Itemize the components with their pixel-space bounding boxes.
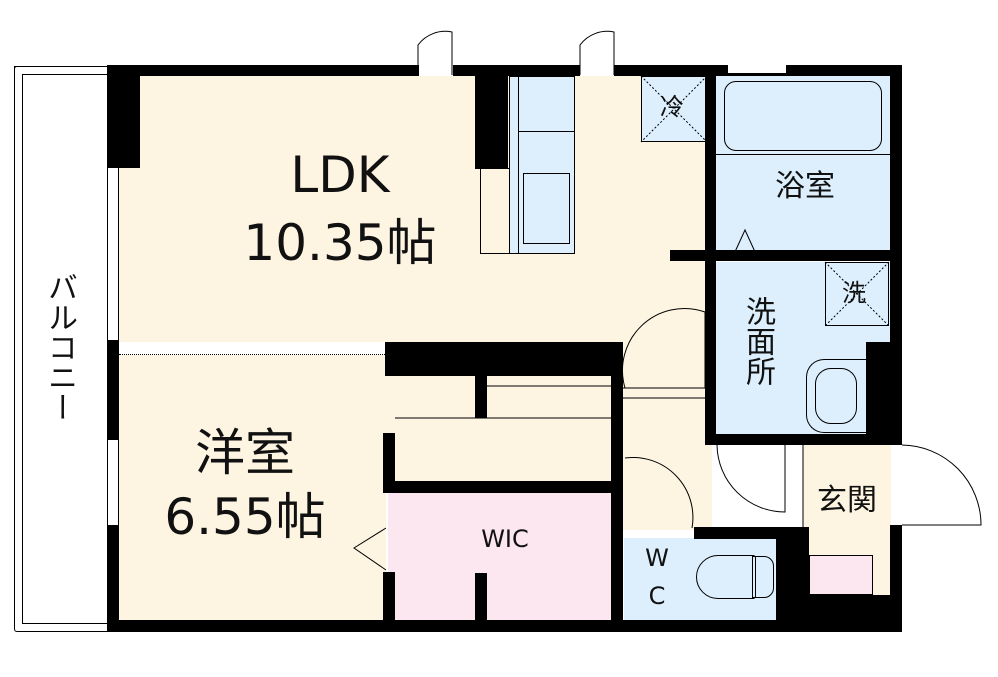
western-room-floor (112, 350, 386, 622)
wall-closet-left (475, 342, 487, 418)
entrance-label: 玄関 (817, 483, 877, 518)
window-ldk-balcony (107, 168, 119, 340)
window-bath (728, 65, 786, 73)
wall-kitchen-column (475, 65, 508, 169)
wall-western-wic-lower (383, 572, 395, 622)
washroom-label: 洗面所 (740, 296, 775, 386)
hallway-floor (612, 250, 712, 530)
wall-bottom (107, 620, 902, 632)
wall-western-wic (383, 433, 395, 493)
wall-left-upper (107, 65, 140, 168)
washer-label: 洗 (842, 279, 866, 307)
ldk-label: LDK (290, 146, 390, 204)
wc-label-w: W (645, 544, 669, 572)
wall-right-mid (866, 342, 902, 442)
toilet-bowl (696, 555, 756, 599)
balcony-label: バルコニー (42, 272, 77, 422)
wc-label-c: C (648, 582, 666, 610)
vanity-sink (806, 359, 866, 433)
sliding-door-ldk-western (119, 342, 385, 355)
balcony-outline (14, 66, 110, 632)
wall-ldk-western (385, 342, 623, 376)
wall-left-bottom (107, 525, 119, 630)
sink-basin (815, 368, 857, 424)
wall-wic-divider (475, 573, 487, 623)
western-room-size: 6.55帖 (164, 488, 326, 546)
bathtub (724, 81, 882, 151)
balcony-inner-outline (22, 74, 110, 624)
kitchen-sink-line (518, 131, 575, 132)
window-top-2 (580, 65, 614, 76)
shoe-box (809, 555, 873, 595)
ldk-floor (112, 75, 710, 343)
wall-entrance-bottom (776, 595, 902, 632)
wic-label: WIC (481, 525, 529, 553)
kitchen-counter (509, 76, 575, 254)
ldk-size: 10.35帖 (243, 214, 437, 272)
toilet-tank (752, 556, 774, 598)
closet-alcove-floor (386, 375, 612, 490)
wic-floor (388, 492, 614, 622)
western-room-label: 洋室 (195, 424, 295, 482)
wall-right-top (890, 65, 902, 343)
wall-left-lower (107, 340, 119, 440)
entrance-door-opening (891, 445, 901, 525)
bath-floor (716, 75, 890, 257)
kitchen-counter-divider (518, 76, 519, 254)
window-western-balcony (107, 440, 119, 525)
wall-bath-washroom (670, 250, 890, 261)
bath-label: 浴室 (775, 169, 835, 204)
stove-icon (523, 173, 570, 244)
bathtub-edge (716, 154, 890, 155)
wall-washroom-bottom (705, 434, 902, 445)
wall-wic-top (383, 481, 623, 493)
